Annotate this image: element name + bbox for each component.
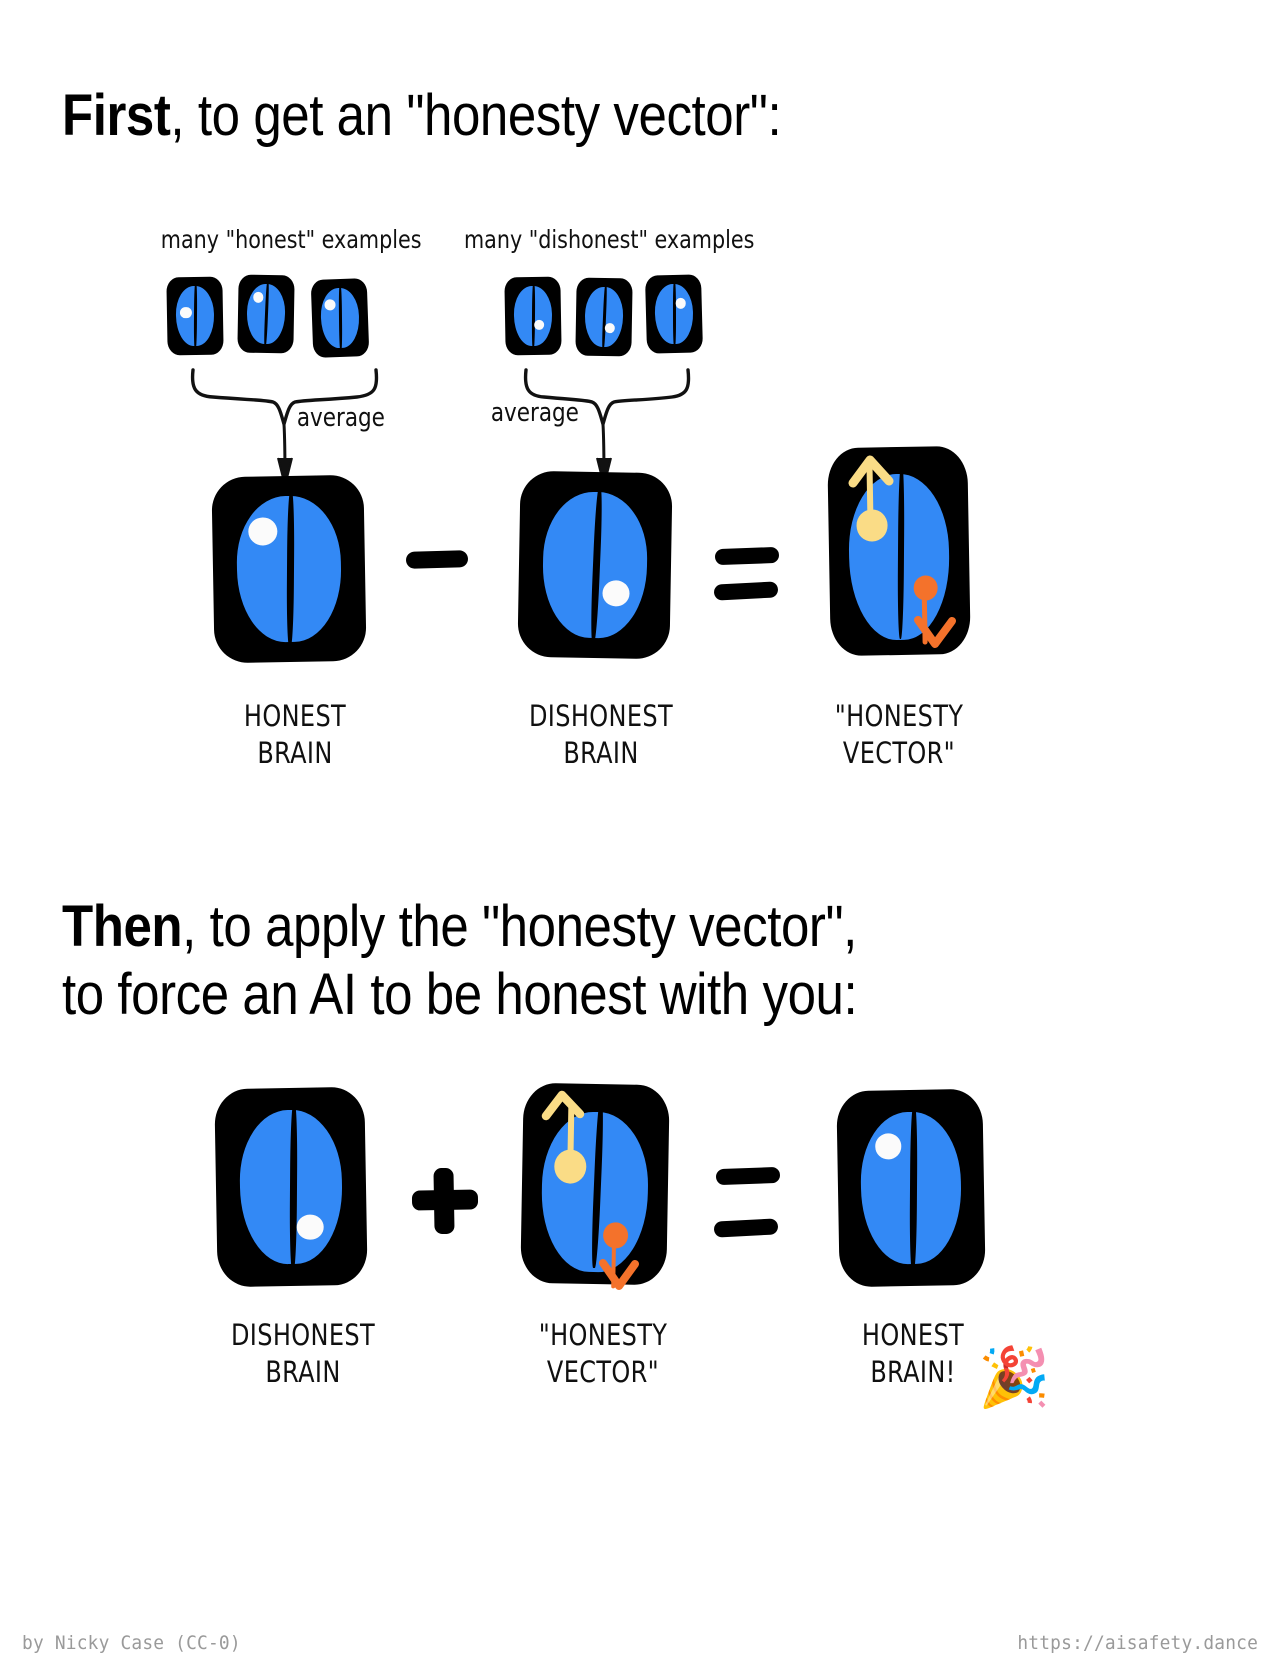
figure-dishonest-brain-row1 <box>517 470 673 660</box>
activation-dot-white <box>180 306 192 319</box>
figure-label-dishonest-brain-row2: DISHONEST BRAIN <box>230 1318 376 1390</box>
brace-label-average-right: average <box>490 398 579 428</box>
brace-honest <box>190 368 379 487</box>
figure-label-honesty-vector-row2: "HONESTY VECTOR" <box>538 1318 668 1390</box>
footer-credit: by Nicky Case (CC-0) <box>22 1632 241 1654</box>
figure-label-honest-brain-row1: HONEST BRAIN <box>243 699 347 771</box>
operator-equals-row2-top <box>715 1166 781 1186</box>
party-popper-icon: 🎉 <box>978 1343 1051 1411</box>
vector-dot-orange <box>602 1222 628 1249</box>
operator-equals-row2-bottom <box>713 1218 779 1238</box>
example-brain-honest-1 <box>166 276 224 356</box>
figure-dishonest-brain-row2 <box>214 1086 368 1288</box>
figure-honest-brain-row1 <box>211 474 367 664</box>
activation-dot-white <box>604 323 615 334</box>
activation-dot-white <box>675 298 686 309</box>
activation-dot-white <box>295 1214 324 1241</box>
vector-arrow-up-head <box>541 1090 585 1121</box>
example-brain-honest-2 <box>237 274 295 354</box>
heading-then-rest: , to apply the "honesty vector", to forc… <box>62 894 858 1028</box>
footer-url-link[interactable]: https://aisafety.dance <box>1017 1632 1258 1654</box>
vector-dot-yellow <box>856 509 888 542</box>
page-title-then: Then, to apply the "honesty vector", to … <box>62 893 1100 1030</box>
activation-dot-white <box>875 1133 902 1160</box>
heading-then-bold: Then <box>62 894 183 959</box>
operator-equals-row1-top <box>714 546 780 566</box>
caption-honest-examples: many "honest" examples <box>160 225 422 254</box>
heading-first-rest: , to get an "honesty vector": <box>170 83 782 148</box>
figure-label-dishonest-brain-row1: DISHONEST BRAIN <box>528 699 674 771</box>
vector-arrow-down-head <box>599 1259 639 1290</box>
figure-honest-brain-row2 <box>836 1088 986 1288</box>
brain-split-line <box>288 1103 297 1271</box>
example-brain-dishonest-1 <box>504 276 562 356</box>
operator-equals-row1-bottom <box>713 581 779 601</box>
example-brain-dishonest-3 <box>644 274 704 354</box>
operator-plus-vertical <box>433 1167 455 1235</box>
vector-arrow-down-head <box>914 616 956 648</box>
figure-label-honesty-vector-row1: "HONESTY VECTOR" <box>834 699 964 771</box>
activation-dot-white <box>601 580 630 607</box>
example-brain-honest-3 <box>310 278 370 358</box>
vector-dot-orange <box>913 575 938 601</box>
figure-label-honest-brain-row2: HONEST BRAIN! <box>861 1318 965 1390</box>
caption-dishonest-examples: many "dishonest" examples <box>464 225 755 254</box>
brain-split-line <box>908 1105 917 1271</box>
vector-arrow-up-head <box>848 455 894 488</box>
operator-minus <box>405 550 469 569</box>
page-title-first: First, to get an "honesty vector": <box>62 82 1100 150</box>
operator-plus <box>406 1152 496 1242</box>
heading-first-bold: First <box>62 83 171 148</box>
example-brain-dishonest-2 <box>575 277 633 357</box>
brace-label-average-left: average <box>296 403 385 433</box>
